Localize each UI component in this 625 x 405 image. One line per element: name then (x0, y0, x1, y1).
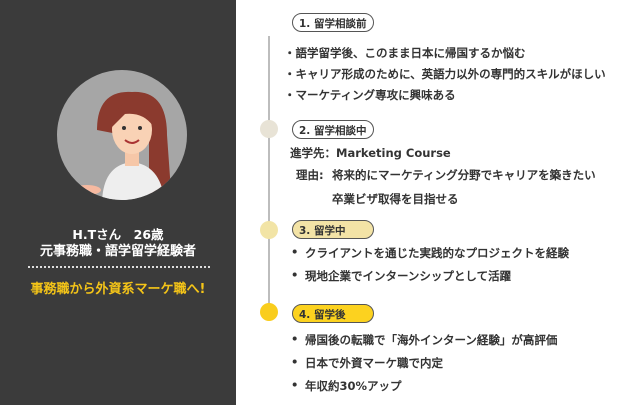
stage-2-reason: 将来的にマーケティング分野でキャリアを築きたい (332, 168, 596, 182)
avatar (57, 70, 187, 200)
stage-3-bullet: • (291, 268, 299, 282)
stage-2-label: 2. 留学相談中 (292, 120, 374, 139)
stage-1-item: ・語学留学後、このまま日本に帰国するか悩む (284, 46, 526, 60)
stage-3-item: 現地企業でインターンシップとして活躍 (305, 269, 512, 283)
catchphrase: 事務職から外資系マーケ職へ! (30, 282, 206, 297)
stage-1-item: ・キャリア形成のために、英語力以外の専門的スキルがほしい (284, 67, 606, 81)
timeline-dot-2 (260, 120, 278, 138)
stage-4-bullet: • (291, 332, 299, 346)
person-illustration (77, 91, 172, 200)
stage-2-reason: 卒業ビザ取得を目指せる (332, 192, 459, 206)
stage-4-item: 年収約30%アップ (305, 379, 402, 393)
stage-2-reason-label: 理由: (296, 168, 324, 182)
stage-3-bullet: • (291, 245, 299, 259)
stage-1-item: ・マーケティング専攻に興味ある (284, 88, 456, 102)
stage-3-label: 3. 留学中 (292, 220, 374, 239)
stage-3-item: クライアントを通じた実践的なプロジェクトを経験 (305, 246, 570, 260)
timeline-dot-3 (260, 221, 278, 239)
divider (28, 266, 210, 268)
stage-4-bullet: • (291, 378, 299, 392)
timeline-dot-4 (260, 303, 278, 321)
stage-4-bullet: • (291, 355, 299, 369)
profile-background: 元事務職・語学留学経験者 (39, 244, 196, 259)
profile-name-age: H.Tさん 26歳 (72, 227, 164, 242)
profile-panel: H.Tさん 26歳 元事務職・語学留学経験者 事務職から外資系マーケ職へ! (0, 0, 236, 405)
stage-1-label: 1. 留学相談前 (292, 13, 374, 32)
stage-4-item: 日本で外資マーケ職で内定 (305, 356, 443, 370)
stage-4-item: 帰国後の転職で「海外インターン経験」が高評価 (305, 333, 558, 347)
stage-4-label: 4. 留学後 (292, 304, 374, 323)
timeline-line (268, 36, 270, 312)
stage-2-destination: 進学先：Marketing Course (290, 146, 451, 160)
